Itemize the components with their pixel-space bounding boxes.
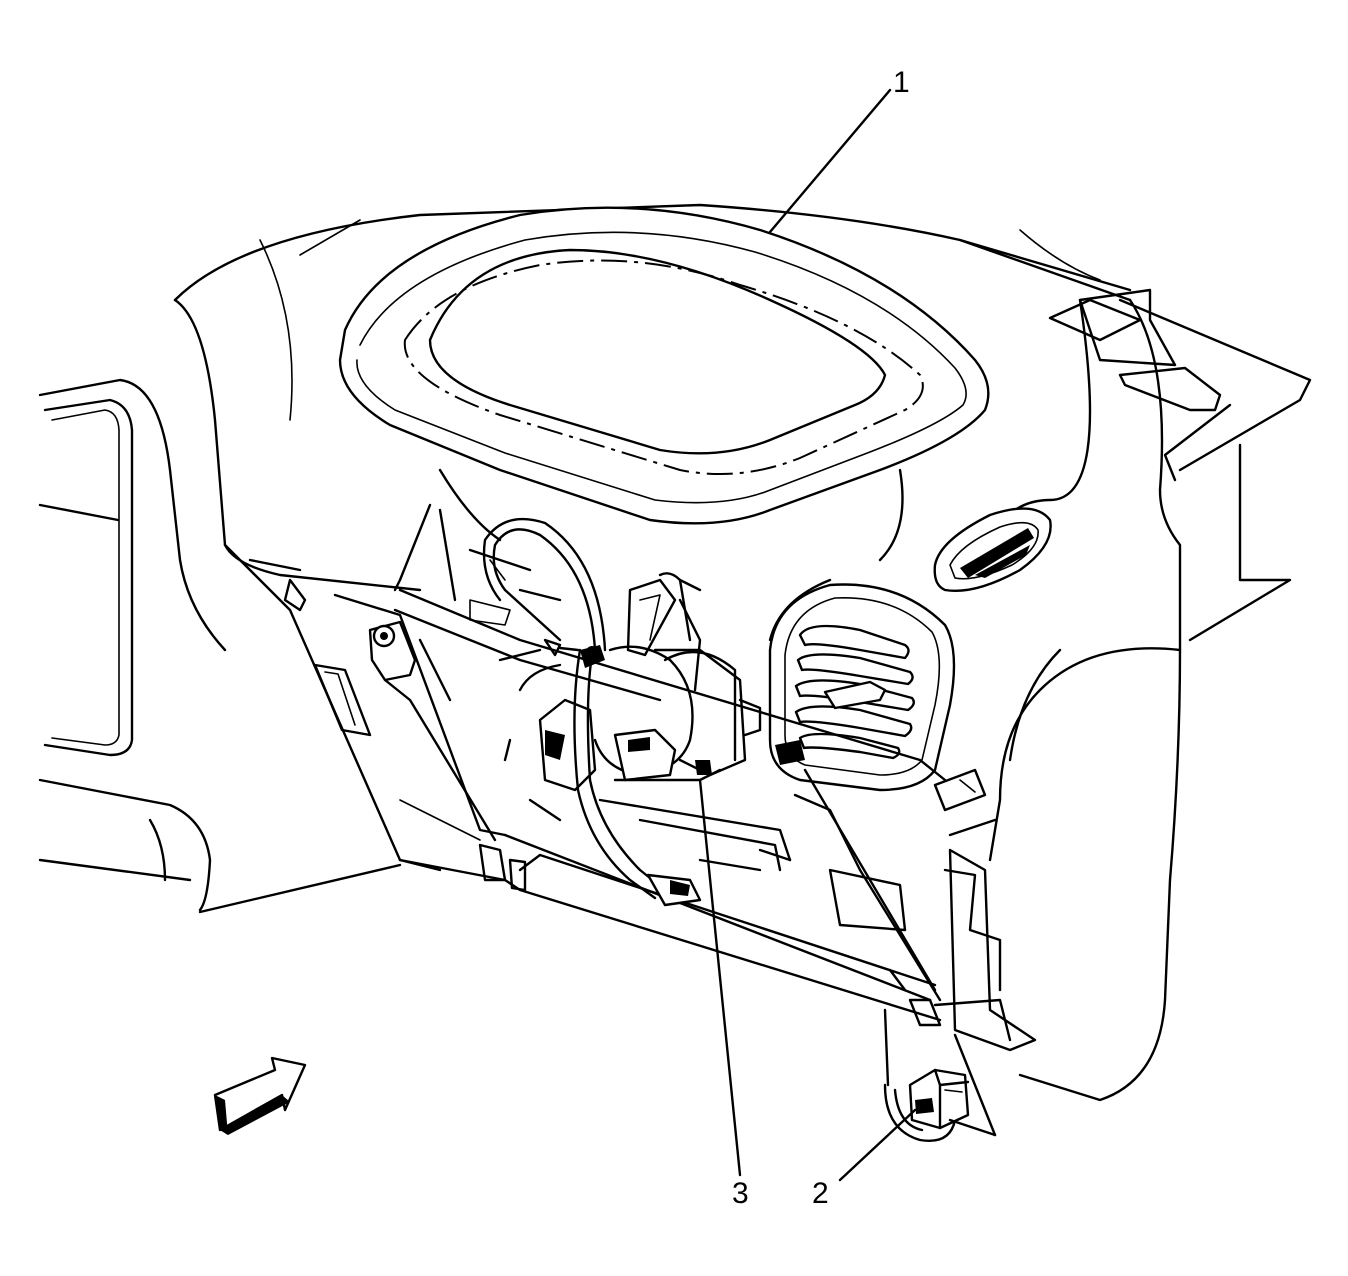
dash-upper-body bbox=[173, 203, 1312, 642]
leader-line-3 bbox=[698, 778, 742, 1177]
callout-label-1: 1 bbox=[893, 66, 910, 99]
leader-line-2 bbox=[838, 1108, 917, 1182]
leader-line-1 bbox=[768, 88, 892, 234]
switch-module-assembly bbox=[498, 572, 805, 872]
callout-leaders bbox=[698, 88, 917, 1182]
center-air-vent bbox=[768, 578, 956, 792]
electrical-connector bbox=[883, 1008, 997, 1142]
callout-label-2: 2 bbox=[812, 1177, 829, 1210]
upper-vent bbox=[933, 507, 1052, 592]
lower-dash-opening bbox=[223, 503, 997, 1027]
wiring-harness bbox=[482, 517, 702, 907]
left-mounting-bracket bbox=[368, 620, 497, 842]
callout-label-3: 3 bbox=[732, 1177, 749, 1210]
top-cover-pad bbox=[338, 206, 990, 562]
left-door-panel bbox=[38, 378, 402, 914]
view-arrow-icon bbox=[213, 1056, 307, 1135]
